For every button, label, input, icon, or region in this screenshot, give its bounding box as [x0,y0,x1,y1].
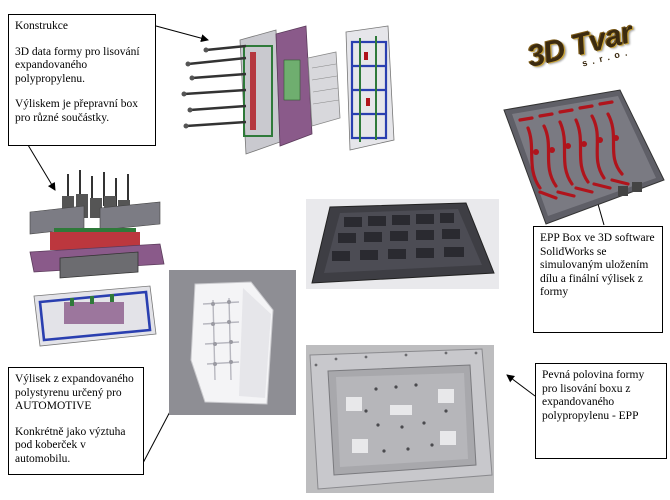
callout-konstrukce-p1: 3D data formy pro lisování expandovaného… [15,45,140,85]
callout-pevna-polovina: Pevná polovina formy pro lisování boxu z… [535,363,667,459]
arrow-pevna-to-half [506,374,536,397]
callout-epp-box: EPP Box ve 3D software SolidWorks se sim… [533,226,663,333]
epp-box-photo [306,199,499,289]
callout-pevna-text: Pevná polovina formy pro lisování boxu z… [542,369,645,422]
callout-vylisek-p1: Výlisek z expandovaného polystyrenu urče… [15,373,134,412]
callout-konstrukce-p2: Výliskem je přepravní box pro různé souč… [15,98,138,124]
company-logo: 3D Tvar s.r.o. [524,16,641,82]
cad-exploded-view-image [181,25,395,155]
callout-konstrukce: Konstrukce 3D data formy pro lisování ex… [8,14,156,146]
callout-vylisek-p2: Konkrétně jako výztuha pod koberček v au… [15,425,126,465]
callout-konstrukce-title: Konstrukce [15,20,69,32]
cad-assembly-image [29,170,165,347]
callout-vylisek: Výlisek z expandovaného polystyrenu urče… [8,367,144,475]
callout-epp-box-text: EPP Box ve 3D software SolidWorks se sim… [540,232,655,298]
eps-part-photo [169,270,296,415]
mold-cavity-photo [503,89,665,225]
aluminium-mold-half-photo [306,345,494,493]
